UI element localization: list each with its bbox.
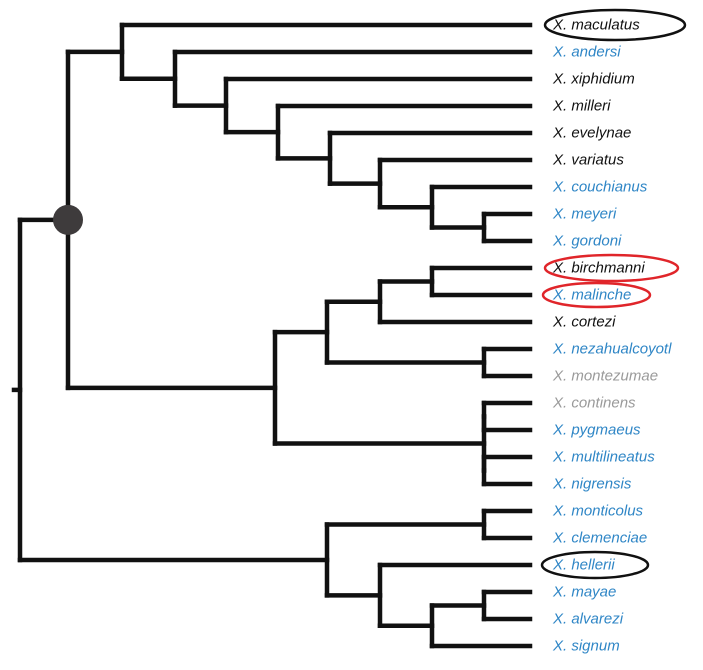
highlight-ring <box>543 8 687 42</box>
tree-branches <box>11 22 533 649</box>
taxon-label: X. cortezi <box>552 314 616 331</box>
highlight-ring <box>543 253 680 283</box>
taxon-label: X. monticolus <box>552 503 644 520</box>
taxon-label: X. mayae <box>552 584 616 601</box>
taxon-label: X. multilineatus <box>552 449 655 466</box>
taxon-label: X. nigrensis <box>552 476 632 493</box>
taxon-label: X. alvarezi <box>552 611 624 628</box>
taxon-label: X. montezumae <box>552 368 658 385</box>
taxon-label: X. variatus <box>552 152 624 169</box>
taxon-label: X. clemenciae <box>552 530 647 547</box>
taxon-label: X. maculatus <box>552 17 640 34</box>
taxon-label: X. couchianus <box>552 179 648 196</box>
highlight-ring <box>540 550 650 580</box>
taxon-label: X. pygmaeus <box>552 422 641 439</box>
taxon-label: X. meyeri <box>552 206 617 223</box>
taxon-label: X. xiphidium <box>552 71 635 88</box>
taxon-label: X. milleri <box>552 98 611 115</box>
taxon-label: X. signum <box>552 638 620 655</box>
taxon-label: X. andersi <box>552 44 621 61</box>
ancestral-node-marker <box>53 204 83 235</box>
highlight-ring <box>541 281 652 309</box>
taxon-label: X. gordoni <box>552 233 622 250</box>
taxon-label: X. birchmanni <box>552 260 645 277</box>
taxon-labels: X. maculatus X. andersi X. xiphidium X. mil… <box>540 8 687 655</box>
taxon-label: X. evelynae <box>552 125 631 142</box>
node-marker-group <box>53 204 83 235</box>
taxon-label: X. malinche <box>552 287 631 304</box>
taxon-label: X. continens <box>552 395 636 412</box>
taxon-label: X. hellerii <box>552 557 615 574</box>
taxon-label: X. nezahualcoyotl <box>552 341 672 358</box>
